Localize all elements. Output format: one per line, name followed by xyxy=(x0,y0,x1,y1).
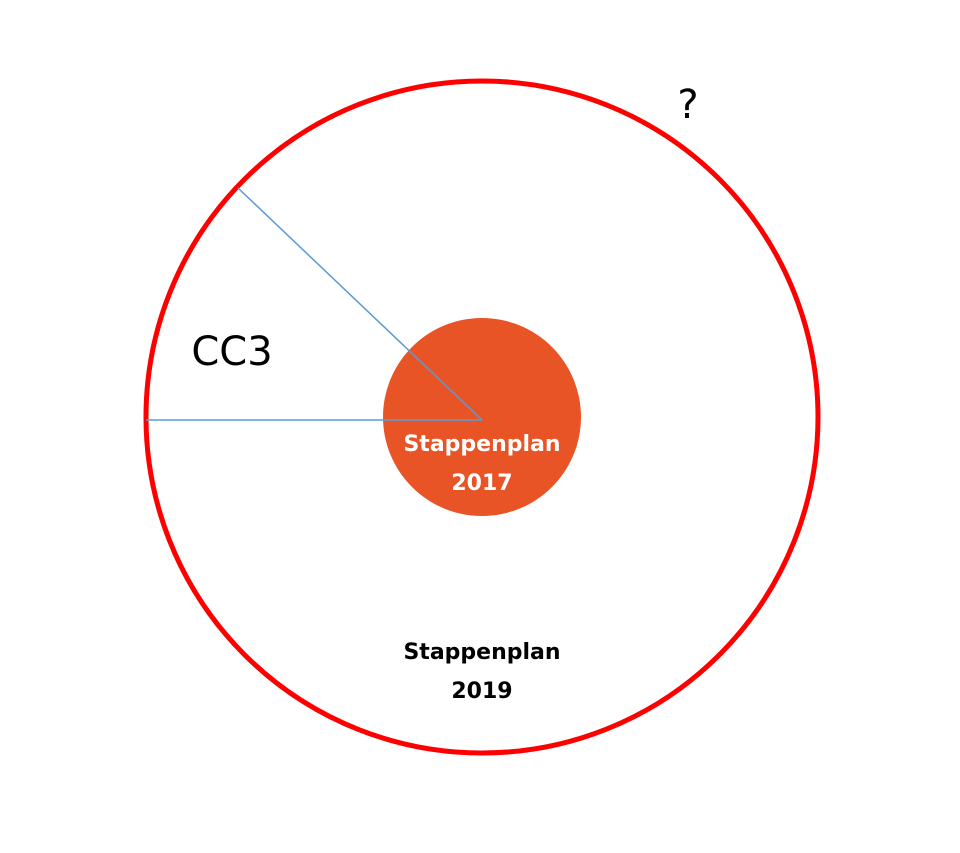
outer-ring-stappenplan-2019 xyxy=(143,78,821,756)
sector-label-cc3: CC3 xyxy=(191,329,272,375)
sector-line-upper xyxy=(237,187,483,421)
question-mark-label: ? xyxy=(677,82,698,128)
outer-label-line-2: 2019 xyxy=(451,679,512,704)
inner-label-line-2: 2017 xyxy=(451,471,512,496)
inner-disk-stappenplan-2017 xyxy=(383,318,581,516)
outer-label-line-1: Stappenplan xyxy=(403,640,560,665)
inner-label-line-1: Stappenplan xyxy=(403,432,560,457)
